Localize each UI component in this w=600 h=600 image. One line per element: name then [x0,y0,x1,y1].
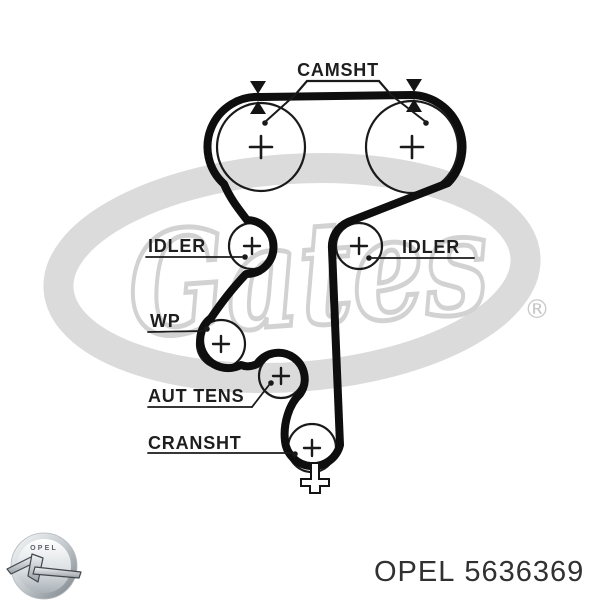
camshaft-left-center-cross [248,134,274,160]
camshaft-left-pulley [215,101,307,193]
idler-right-center-cross [349,236,369,256]
gates-watermark: Gates ® [43,152,550,394]
camshaft-leader-left-dot [262,120,268,126]
water-pump-leader [147,330,204,333]
tensioner-label: AUT TENS [148,386,244,406]
opel-logo-inner-disk [16,538,72,594]
opel-logo-ring-outline [10,532,78,600]
timing-mark-left-icon [250,81,266,114]
camshaft-leader-right-dot [423,120,429,126]
part-brand: OPEL [374,556,455,588]
idler-left-label: IDLER [148,236,206,256]
tensioner-leader [251,384,270,408]
idler-right-pulley [334,221,384,271]
part-number-text: OPEL 5636369 [374,556,584,588]
camshaft-callout-bracket [293,79,393,97]
camshaft-leader-right [390,94,427,123]
water-pump-label: WP [150,311,181,331]
crankshaft-key-mark [300,462,330,494]
idler-right-label: IDLER [402,237,460,257]
registered-trademark-icon: ® [524,295,550,325]
opel-logo-ring-label: OPEL [30,545,58,552]
camshaft-leader-left [264,94,296,123]
crankshaft-label: CRANSHT [148,433,242,453]
timing-belt-path [196,91,467,471]
opel-blitz-icon [6,553,82,583]
camshaft-label: CAMSHT [297,60,379,80]
water-pump-leader-dot [204,326,210,332]
gates-watermark-oval [43,152,541,394]
idler-right-leader-dot [366,255,372,261]
opel-logo: OPEL [6,532,82,600]
part-number: 5636369 [464,556,584,588]
water-pump-center-cross [211,334,231,354]
idler-left-center-cross [242,236,262,256]
gates-watermark-script: Gates [123,180,494,371]
crankshaft-leader-dot [292,451,298,457]
camshaft-right-center-cross [399,134,425,160]
crankshaft-center-cross [302,438,322,458]
tensioner-center-cross [271,366,291,386]
belt-diagram: CAMSHT IDLER IDLER WP AUT TENS CRANSHT [145,60,475,494]
idler-left-leader-dot [242,254,248,260]
tensioner-leader-dot [268,380,274,386]
